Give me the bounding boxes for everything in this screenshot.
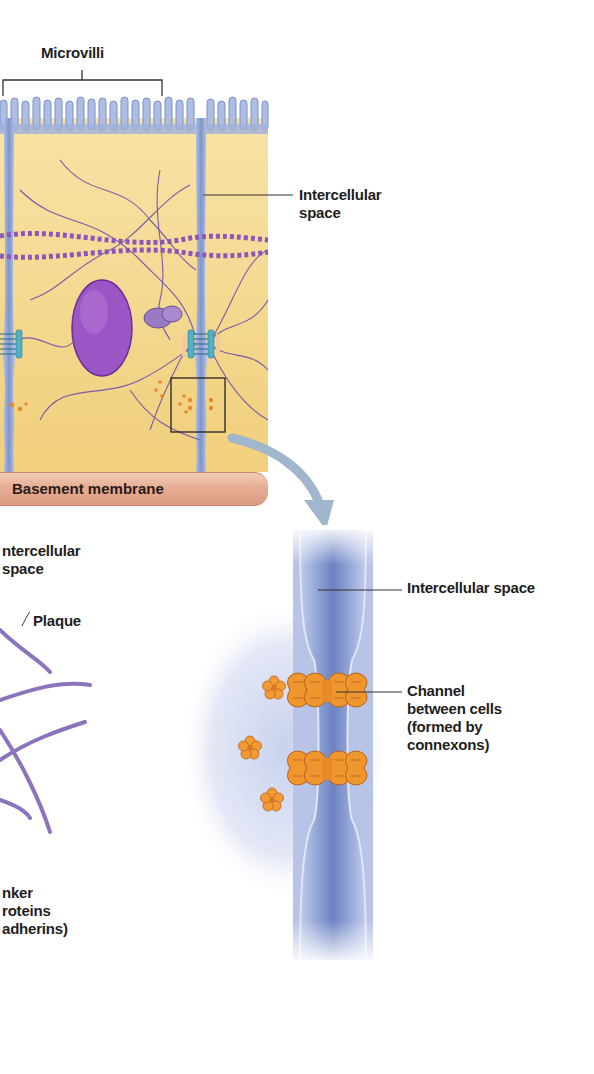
leader-line [203,195,293,196]
desmosome-partial [0,612,90,832]
part-label: Channel between cells (formed by connexo… [407,682,519,754]
part-label: Microvilli [41,44,104,62]
epithelial-cells [0,97,268,472]
part-label: Intercellular space [407,579,535,597]
band-label: Basement membrane [12,480,258,498]
gap-junction-closeup [180,525,390,965]
part-label: nker roteins adherins) [2,884,76,938]
part-label: ntercellular space [2,542,112,578]
part-label: Intercellular space [299,186,419,222]
leader-line [336,692,402,693]
part-label: Plaque [33,612,81,630]
leader-line [318,590,402,591]
membrane-band: Basement membrane [0,472,268,506]
bracket [3,70,162,96]
